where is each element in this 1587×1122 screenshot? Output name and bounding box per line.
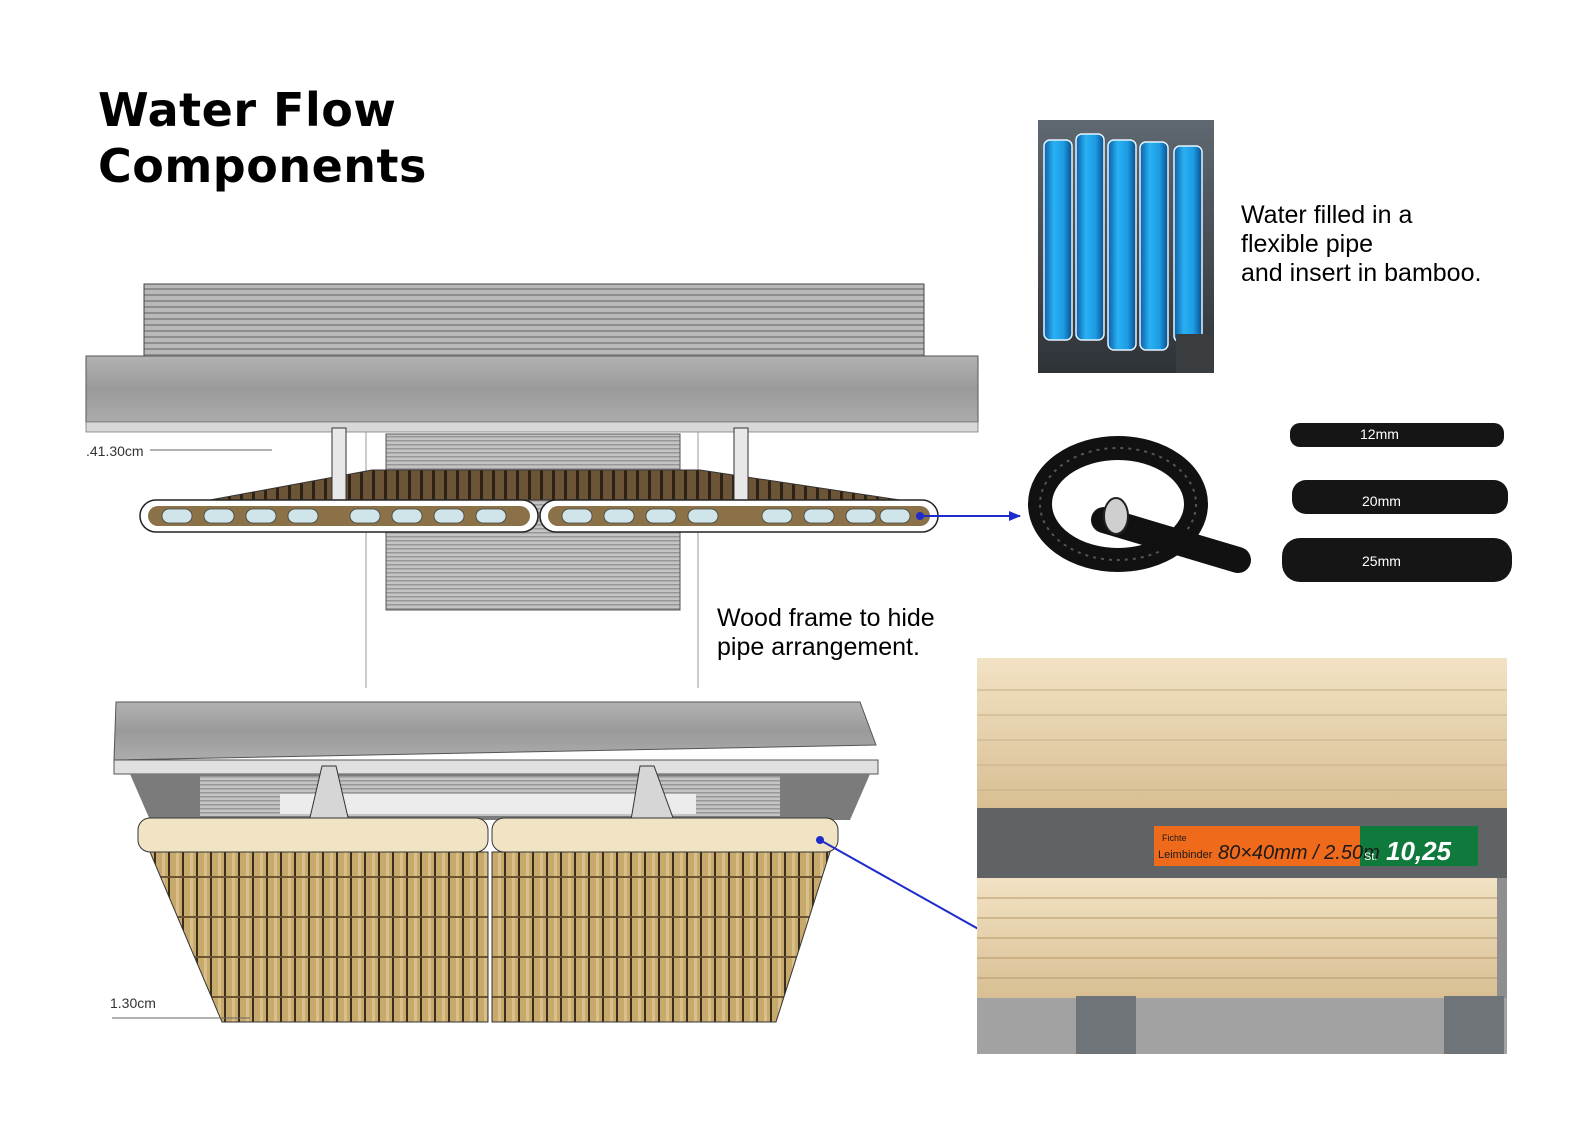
note-water-pipe: Water filled in a flexible pipe and inse…: [1241, 201, 1481, 288]
price-tag-wood-type: Fichte: [1162, 833, 1187, 843]
note-water-line-1: Water filled in a: [1241, 201, 1413, 229]
bamboo-curtain-right: [491, 851, 831, 1023]
pipe-20mm: 20mm: [1292, 480, 1508, 514]
concrete-beam: [113, 701, 877, 761]
wood-frame-left: [137, 817, 489, 853]
photo-water-tubes: [1038, 120, 1214, 373]
pipe-label-12mm: 12mm: [1360, 426, 1399, 442]
perspective-view-bottom: 1.30cm: [110, 701, 1031, 1023]
pipe-label-20mm: 20mm: [1362, 493, 1401, 509]
pipe-cross-sections: [161, 508, 911, 524]
price-tag-size: 80×40mm / 2.50m: [1218, 842, 1380, 864]
title-line-1: Water Flow: [98, 83, 397, 137]
note-water-line-3: and insert in bamboo.: [1241, 259, 1482, 287]
photo-flexible-pipes: 12mm 20mm 25mm: [1028, 423, 1512, 582]
price-tag-price: 10,25: [1386, 836, 1452, 866]
note-wood-line-2: pipe arrangement.: [717, 633, 920, 661]
note-wood-frame: Wood frame to hide pipe arrangement.: [717, 604, 935, 662]
dimension-label-top: .41.30cm: [86, 443, 144, 459]
pipe-label-25mm: 25mm: [1362, 553, 1401, 569]
concrete-slab: [85, 355, 979, 423]
dimension-label-bottom: 1.30cm: [110, 995, 156, 1011]
pipe-12mm: 12mm: [1290, 423, 1504, 447]
wood-frame-right: [491, 817, 839, 853]
bamboo-deck: [209, 469, 901, 501]
section-view-top: .41.30cm: [85, 283, 1021, 688]
pipe-25mm: 25mm: [1282, 538, 1512, 582]
price-tag-unit: St.: [1364, 851, 1377, 863]
title-line-2: Components: [98, 139, 427, 193]
ceiling-panel: [143, 283, 925, 357]
price-tag-product: Leimbinder: [1158, 849, 1213, 861]
note-wood-line-1: Wood frame to hide: [717, 604, 935, 632]
page-title: Water Flow Components: [98, 82, 427, 194]
bamboo-curtain-left: [149, 851, 489, 1023]
photo-wood-stack: Fichte Leimbinder 80×40mm / 2.50m St. 10…: [977, 658, 1507, 1054]
note-water-line-2: flexible pipe: [1241, 230, 1374, 258]
price-tag: Fichte Leimbinder 80×40mm / 2.50m St. 10…: [1154, 826, 1478, 866]
